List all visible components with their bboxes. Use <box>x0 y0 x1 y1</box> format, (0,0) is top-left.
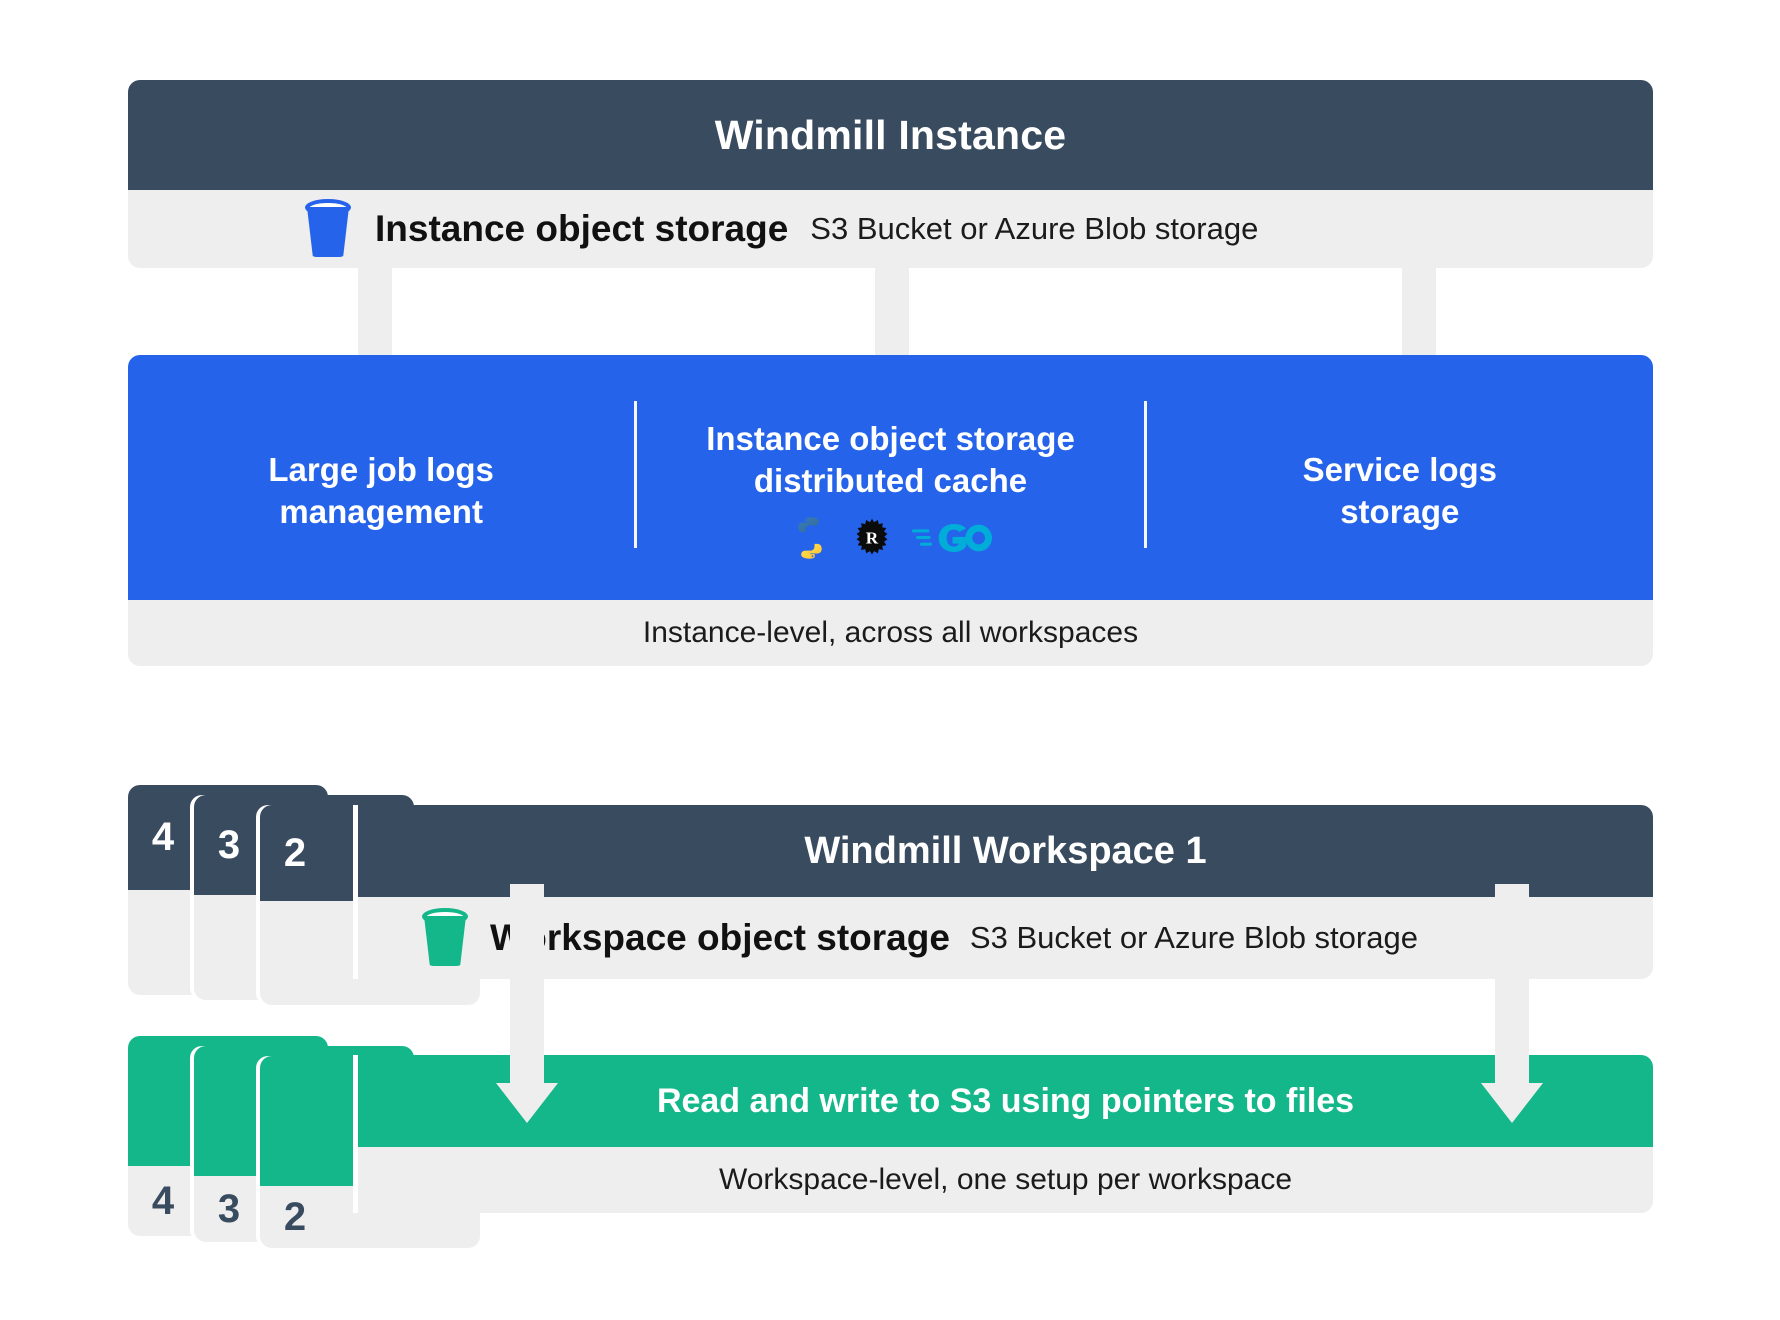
feature-3-line1: Service logs <box>1302 450 1498 488</box>
feature-distributed-cache: Instance object storage distributed cach… <box>637 355 1143 600</box>
feature-service-logs: Service logs storage <box>1147 355 1653 600</box>
instance-title: Windmill Instance <box>128 80 1653 190</box>
green-read-write-card: Read and write to S3 using pointers to f… <box>358 1055 1653 1213</box>
feature-1-line1: Large job logs <box>268 450 494 488</box>
workspace-arrow-shaft-right <box>1495 884 1529 1089</box>
instance-features-band: Large job logs management Instance objec… <box>128 355 1653 600</box>
rust-logo: R <box>857 519 888 555</box>
language-logos: R <box>788 513 993 563</box>
feature-2-line2: distributed cache <box>753 461 1028 499</box>
bucket-icon <box>420 908 470 968</box>
workspace-object-storage-row: Workspace object storage S3 Bucket or Az… <box>358 897 1653 979</box>
workspace-storage-sublabel: S3 Bucket or Azure Blob storage <box>969 920 1418 955</box>
feature-large-job-logs: Large job logs management <box>128 355 634 600</box>
bucket-icon <box>303 199 353 259</box>
instance-level-footer: Instance-level, across all workspaces <box>128 600 1653 666</box>
green-stack-number-4: 4 <box>151 1178 175 1223</box>
windmill-workspace-card: Windmill Workspace 1 Workspace object st… <box>358 805 1653 979</box>
go-logo <box>912 524 993 553</box>
workspace-level-footer: Workspace-level, one setup per workspace <box>358 1147 1653 1213</box>
workspace-stack-number-4: 4 <box>151 815 175 859</box>
green-stack-number-2: 2 <box>283 1194 307 1239</box>
python-logo <box>798 517 823 560</box>
workspace-storage-label: Workspace object storage <box>490 917 950 958</box>
workspace-stack-number-3: 3 <box>217 822 241 867</box>
instance-features-card: Large job logs management Instance objec… <box>128 355 1653 666</box>
workspace-arrow-shaft-left <box>510 884 544 1089</box>
divider-2 <box>1143 401 1147 548</box>
green-stack-number-3: 3 <box>217 1186 241 1231</box>
workspace-title: Windmill Workspace 1 <box>358 805 1653 897</box>
feature-3-line2: storage <box>1340 492 1460 530</box>
read-write-title: Read and write to S3 using pointers to f… <box>358 1055 1653 1147</box>
divider-1 <box>634 401 638 548</box>
feature-1-line2: management <box>279 492 483 530</box>
feature-2-line1: Instance object storage <box>706 419 1075 457</box>
instance-storage-sublabel: S3 Bucket or Azure Blob storage <box>810 211 1259 246</box>
instance-storage-label: Instance object storage <box>375 208 789 249</box>
windmill-instance-card: Windmill Instance Instance object storag… <box>128 80 1653 268</box>
workspace-stack-number-2: 2 <box>283 830 307 875</box>
instance-object-storage-row: Instance object storage S3 Bucket or Azu… <box>128 190 1653 268</box>
svg-text:R: R <box>866 529 879 548</box>
